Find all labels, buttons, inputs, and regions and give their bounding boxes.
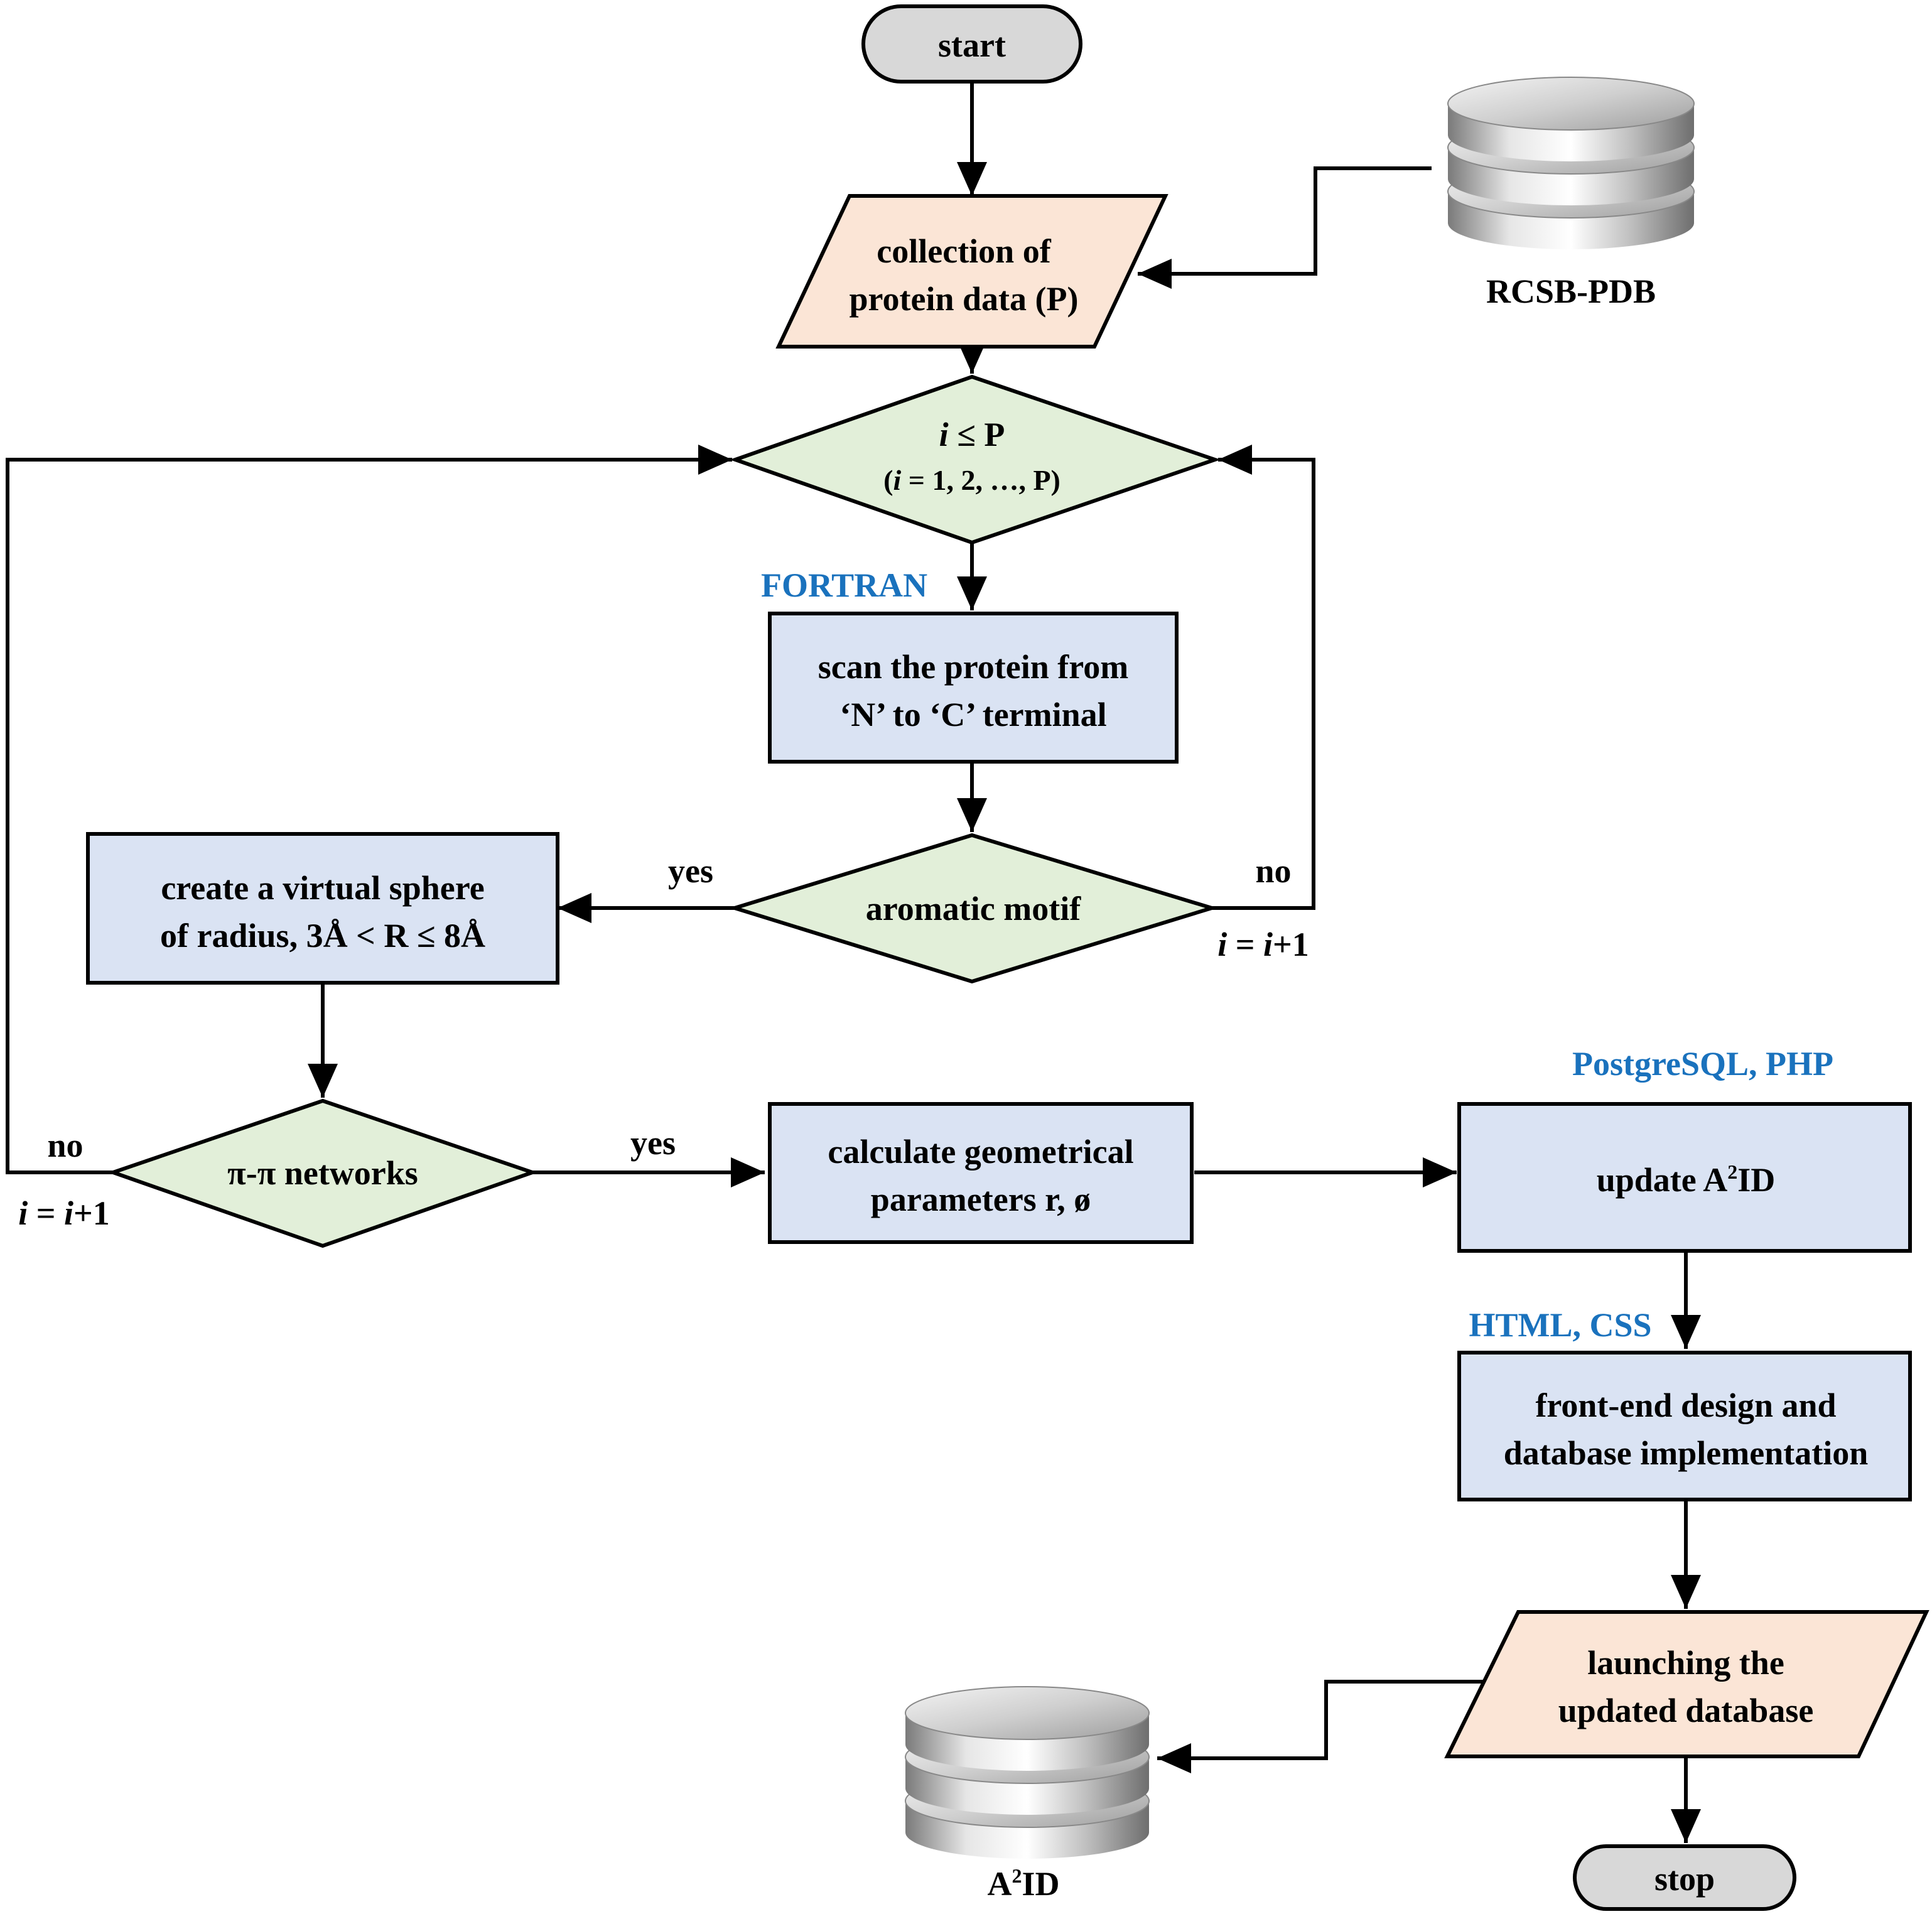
start-label: start: [938, 26, 1006, 64]
sphere-label-line1: create a virtual sphere: [161, 869, 484, 907]
edge-pipi-no-loopback: [6, 445, 732, 1174]
database-icon: [1447, 77, 1695, 249]
increment-label-right: i = i+1: [1217, 926, 1309, 963]
frontend-label-line1: front-end design and: [1535, 1387, 1836, 1424]
rcsb-label: RCSB-PDB: [1486, 273, 1656, 310]
calc-label-line1: calculate geometrical: [828, 1133, 1133, 1171]
scan-label-line2: ‘N’ to ‘C’ terminal: [839, 696, 1106, 733]
update-process: update A2ID: [1457, 1102, 1912, 1253]
loop-decision: i ≤ P (i = 1, 2, …, P): [729, 374, 1221, 545]
no-label-aromatic: no: [1255, 852, 1291, 890]
sphere-label-line2: of radius, 3Å < R ≤ 8Å: [160, 917, 485, 954]
update-label: update A2ID: [1597, 1160, 1776, 1199]
pipi-decision: π-π networks: [107, 1098, 539, 1248]
a2id-label: A2ID: [987, 1864, 1059, 1903]
launch-label-line1: launching the: [1587, 1644, 1784, 1682]
loop-range: (i = 1, 2, …, P): [883, 464, 1060, 496]
yes-label-aromatic: yes: [668, 852, 713, 890]
calc-process: calculate geometrical parameters r, ø: [768, 1102, 1194, 1244]
frontend-label-line2: database implementation: [1504, 1434, 1869, 1472]
launch-label-line2: updated database: [1558, 1692, 1814, 1729]
calc-label-line2: parameters r, ø: [871, 1181, 1091, 1218]
collection-label-line2: protein data (P): [850, 280, 1079, 318]
stop-label: stop: [1654, 1860, 1715, 1898]
postgresql-tech-label: PostgreSQL, PHP: [1572, 1045, 1833, 1083]
frontend-process: front-end design and database implementa…: [1457, 1351, 1912, 1501]
connectors: [6, 82, 1701, 1843]
sphere-process: create a virtual sphere of radius, 3Å < …: [86, 832, 559, 985]
aromatic-decision: aromatic motif: [728, 833, 1219, 984]
edge-rcsb-to-collection: [1138, 166, 1432, 289]
collection-label-line1: collection of: [877, 232, 1051, 270]
a2id-database: A2ID: [905, 1686, 1150, 1903]
htmlcss-tech-label: HTML, CSS: [1469, 1306, 1651, 1344]
fortran-tech-label: FORTRAN: [761, 566, 927, 604]
increment-label-left: i = i+1: [18, 1194, 110, 1232]
launch-output: launching the updated database: [1444, 1610, 1929, 1758]
aromatic-label: aromatic motif: [866, 890, 1081, 927]
loop-condition: i ≤ P: [939, 416, 1005, 453]
pipi-label: π-π networks: [227, 1154, 418, 1192]
edge-aromatic-no-loopback: [1212, 445, 1315, 910]
scan-process: scan the protein from ‘N’ to ‘C’ termina…: [768, 612, 1179, 764]
no-label-pipi: no: [47, 1127, 83, 1164]
stop-terminal: stop: [1573, 1844, 1796, 1911]
collection-input: collection of protein data (P): [775, 194, 1168, 349]
database-icon: [905, 1686, 1150, 1859]
yes-label-pipi: yes: [630, 1124, 676, 1162]
edge-launch-to-a2id: [1157, 1680, 1485, 1773]
scan-label-line1: scan the protein from: [818, 648, 1128, 686]
start-terminal: start: [861, 4, 1082, 84]
rcsb-database: RCSB-PDB: [1447, 77, 1695, 310]
